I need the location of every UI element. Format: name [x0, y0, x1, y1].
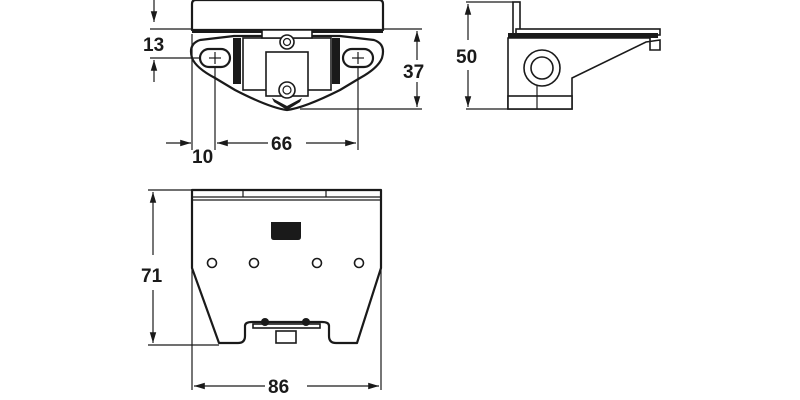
- front-view: 71 86: [141, 188, 383, 398]
- dim-86-label: 86: [268, 377, 289, 398]
- dim-10-label: 10: [192, 147, 213, 168]
- adjust-screw: [275, 330, 297, 344]
- mounting-hole-2: [248, 257, 260, 269]
- mounting-hole-3: [311, 257, 323, 269]
- dim-50-label: 50: [456, 47, 477, 68]
- latch-tab: [271, 222, 301, 240]
- mounting-hole-1: [206, 257, 218, 269]
- screw-top: [279, 34, 295, 50]
- dim-66-label: 66: [271, 134, 292, 155]
- dim-71-label: 71: [141, 266, 163, 287]
- screw-bottom: [278, 81, 296, 99]
- side-view: 50: [456, 1, 661, 110]
- dim-13-label: 13: [143, 35, 164, 56]
- dim-37-label: 37: [403, 62, 424, 83]
- top-view: 13 37 10 66: [143, 0, 424, 168]
- mounting-hole-4: [353, 257, 365, 269]
